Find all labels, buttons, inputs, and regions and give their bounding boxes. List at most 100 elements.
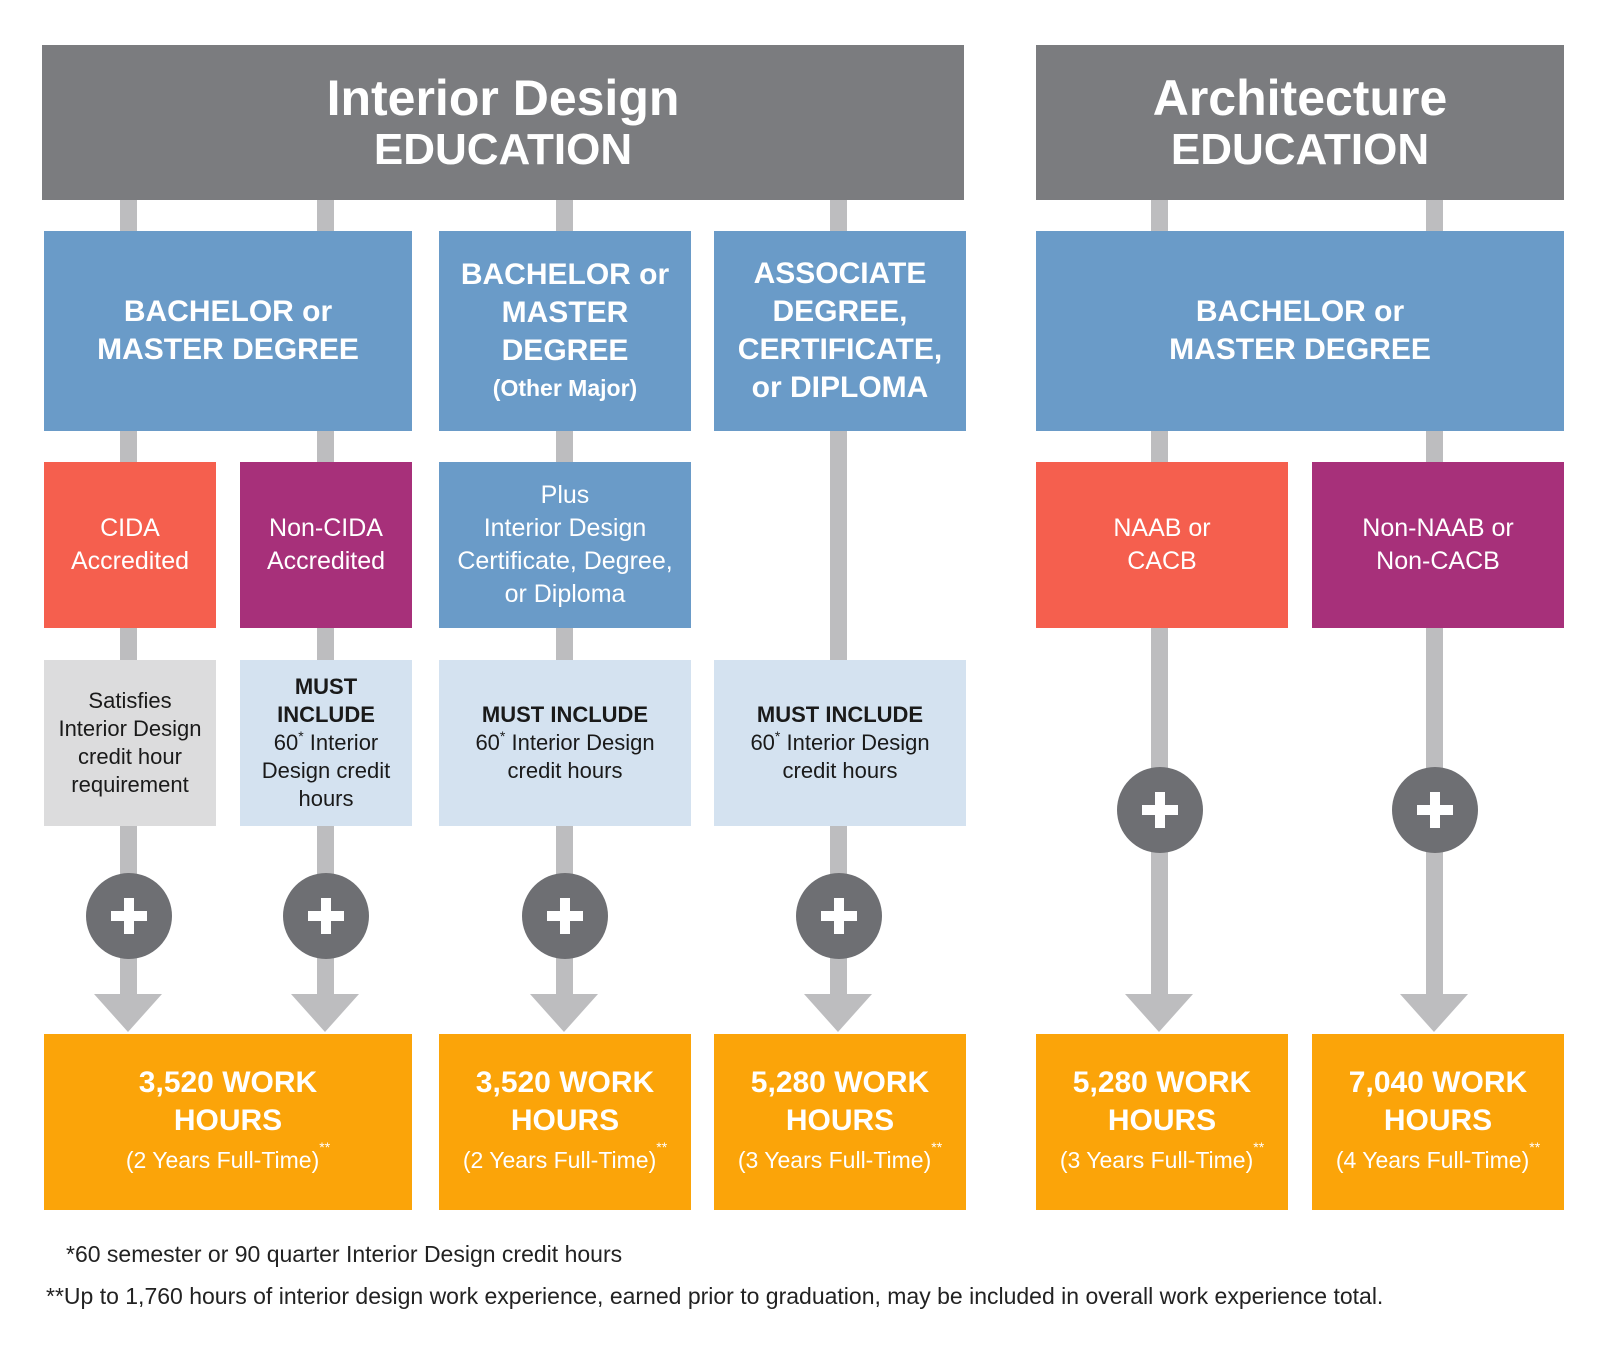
requirement-line: Satisfies bbox=[88, 688, 172, 713]
requirement-line: 60* Interior Design bbox=[750, 729, 929, 757]
plus-icon bbox=[522, 873, 608, 959]
work-hours-line: HOURS bbox=[510, 1104, 620, 1137]
duration-text: (4 Years Full-Time) bbox=[1335, 1147, 1530, 1173]
work-hours-box: 7,040 WORK HOURS (4 Years Full-Time)** bbox=[1312, 1034, 1564, 1210]
requirement-heading: MUST INCLUDE bbox=[756, 702, 924, 727]
work-hours-line: 5,280 WORK bbox=[1072, 1066, 1252, 1099]
degree-line: MASTER DEGREE bbox=[1169, 333, 1431, 366]
duration-text: (3 Years Full-Time) bbox=[737, 1147, 932, 1173]
work-hours-line: 3,520 WORK bbox=[138, 1066, 318, 1099]
accreditation-line: CACB bbox=[1127, 547, 1197, 575]
requirement-must-include-box: MUST INCLUDE 60* Interior Design credit … bbox=[240, 660, 412, 826]
accreditation-line: Certificate, Degree, bbox=[457, 547, 673, 575]
work-hours-line: 7,040 WORK bbox=[1348, 1066, 1528, 1099]
requirement-line: credit hours bbox=[507, 758, 623, 783]
degree-line: DEGREE, bbox=[772, 295, 908, 328]
requirement-text: Interior Design bbox=[505, 730, 655, 755]
requirement-line: 60* Interior Design bbox=[475, 729, 654, 757]
work-hours-box: 3,520 WORK HOURS (2 Years Full-Time)** bbox=[439, 1034, 691, 1210]
requirement-line: Interior Design bbox=[58, 716, 202, 741]
arrow-down-icon bbox=[1125, 994, 1193, 1032]
cida-accredited-box: CIDA Accredited bbox=[44, 462, 216, 628]
credit-number: 60 bbox=[750, 730, 775, 755]
footnote-mark: * bbox=[298, 728, 304, 744]
plus-certificate-box: Plus Interior Design Certificate, Degree… bbox=[439, 462, 691, 628]
work-duration: (4 Years Full-Time)** bbox=[1336, 1140, 1540, 1180]
work-hours-box: 5,280 WORK HOURS (3 Years Full-Time)** bbox=[1036, 1034, 1288, 1210]
plus-icon bbox=[796, 873, 882, 959]
accreditation-line: CIDA bbox=[100, 514, 160, 542]
work-duration: (3 Years Full-Time)** bbox=[738, 1140, 942, 1180]
requirement-satisfies-box: Satisfies Interior Design credit hour re… bbox=[44, 660, 216, 826]
footnote-mark: ** bbox=[1253, 1139, 1265, 1155]
degree-line: BACHELOR or bbox=[460, 258, 670, 291]
accreditation-line: Non-CACB bbox=[1376, 547, 1500, 575]
requirement-heading: MUST bbox=[294, 674, 358, 699]
requirement-line: credit hours bbox=[782, 758, 898, 783]
degree-subtext: (Other Major) bbox=[492, 375, 638, 401]
plus-icon bbox=[86, 873, 172, 959]
requirement-line: Design credit bbox=[261, 758, 391, 783]
requirement-line: credit hour bbox=[78, 744, 182, 769]
work-hours-line: 3,520 WORK bbox=[475, 1066, 655, 1099]
footnote-mark: ** bbox=[1529, 1139, 1541, 1155]
architecture-title: Architecture bbox=[1152, 69, 1448, 126]
plus-icon bbox=[1117, 767, 1203, 853]
accreditation-line: Non-CIDA bbox=[269, 514, 383, 542]
non-cida-accredited-box: Non-CIDA Accredited bbox=[240, 462, 412, 628]
non-naab-cacb-box: Non-NAAB or Non-CACB bbox=[1312, 462, 1564, 628]
degree-box-architecture: BACHELOR or MASTER DEGREE bbox=[1036, 231, 1564, 431]
work-duration: (2 Years Full-Time)** bbox=[126, 1140, 330, 1180]
accreditation-line: NAAB or bbox=[1113, 514, 1211, 542]
requirement-text: Interior Design bbox=[780, 730, 930, 755]
arrow-down-icon bbox=[530, 994, 598, 1032]
footnote-mark: * bbox=[774, 728, 781, 744]
requirement-line: hours bbox=[298, 786, 354, 811]
work-hours-box: 5,280 WORK HOURS (3 Years Full-Time)** bbox=[714, 1034, 966, 1210]
degree-line: CERTIFICATE, bbox=[737, 333, 943, 366]
requirement-must-include-box: MUST INCLUDE 60* Interior Design credit … bbox=[439, 660, 691, 826]
degree-line: MASTER bbox=[501, 296, 629, 329]
architecture-header: Architecture EDUCATION bbox=[1036, 45, 1564, 200]
work-hours-line: 5,280 WORK bbox=[750, 1066, 930, 1099]
work-duration: (2 Years Full-Time)** bbox=[463, 1140, 667, 1180]
work-hours-box: 3,520 WORK HOURS (2 Years Full-Time)** bbox=[44, 1034, 412, 1210]
footnote-mark: ** bbox=[319, 1139, 331, 1155]
accreditation-line: Interior Design bbox=[483, 514, 647, 542]
footnote-mark: ** bbox=[656, 1139, 668, 1155]
arrow-down-icon bbox=[94, 994, 162, 1032]
interior-subtitle: EDUCATION bbox=[373, 124, 633, 174]
accreditation-line: Accredited bbox=[266, 547, 386, 575]
footnote-mark: ** bbox=[931, 1139, 943, 1155]
duration-text: (2 Years Full-Time) bbox=[125, 1147, 320, 1173]
degree-line: DEGREE bbox=[501, 334, 629, 367]
arrow-down-icon bbox=[1400, 994, 1468, 1032]
architecture-subtitle: EDUCATION bbox=[1170, 124, 1430, 174]
requirement-text: Interior bbox=[303, 730, 379, 755]
accreditation-line: Plus bbox=[540, 481, 590, 509]
degree-line: BACHELOR or bbox=[1195, 295, 1405, 328]
accreditation-line: or Diploma bbox=[504, 580, 626, 608]
degree-line: ASSOCIATE bbox=[753, 257, 927, 290]
work-hours-line: HOURS bbox=[173, 1104, 283, 1137]
work-hours-line: HOURS bbox=[785, 1104, 895, 1137]
work-duration: (3 Years Full-Time)** bbox=[1060, 1140, 1264, 1180]
requirement-must-include-box: MUST INCLUDE 60* Interior Design credit … bbox=[714, 660, 966, 826]
degree-box-bachelor-master: BACHELOR or MASTER DEGREE bbox=[44, 231, 412, 431]
duration-text: (2 Years Full-Time) bbox=[462, 1147, 657, 1173]
degree-line: or DIPLOMA bbox=[751, 371, 929, 404]
degree-box-other-major: BACHELOR or MASTER DEGREE (Other Major) bbox=[439, 231, 691, 431]
naab-cacb-box: NAAB or CACB bbox=[1036, 462, 1288, 628]
arrow-down-icon bbox=[291, 994, 359, 1032]
credit-number: 60 bbox=[273, 730, 299, 755]
credit-number: 60 bbox=[475, 730, 500, 755]
plus-icon bbox=[1392, 767, 1478, 853]
accreditation-line: Accredited bbox=[70, 547, 190, 575]
duration-text: (3 Years Full-Time) bbox=[1059, 1147, 1254, 1173]
requirement-heading: INCLUDE bbox=[277, 702, 375, 727]
degree-line: BACHELOR or bbox=[123, 295, 333, 328]
degree-box-associate: ASSOCIATE DEGREE, CERTIFICATE, or DIPLOM… bbox=[714, 231, 966, 431]
footnote-credit-hours: *60 semester or 90 quarter Interior Desi… bbox=[66, 1241, 623, 1267]
arrow-down-icon bbox=[804, 994, 872, 1032]
interior-title: Interior Design bbox=[326, 69, 680, 126]
